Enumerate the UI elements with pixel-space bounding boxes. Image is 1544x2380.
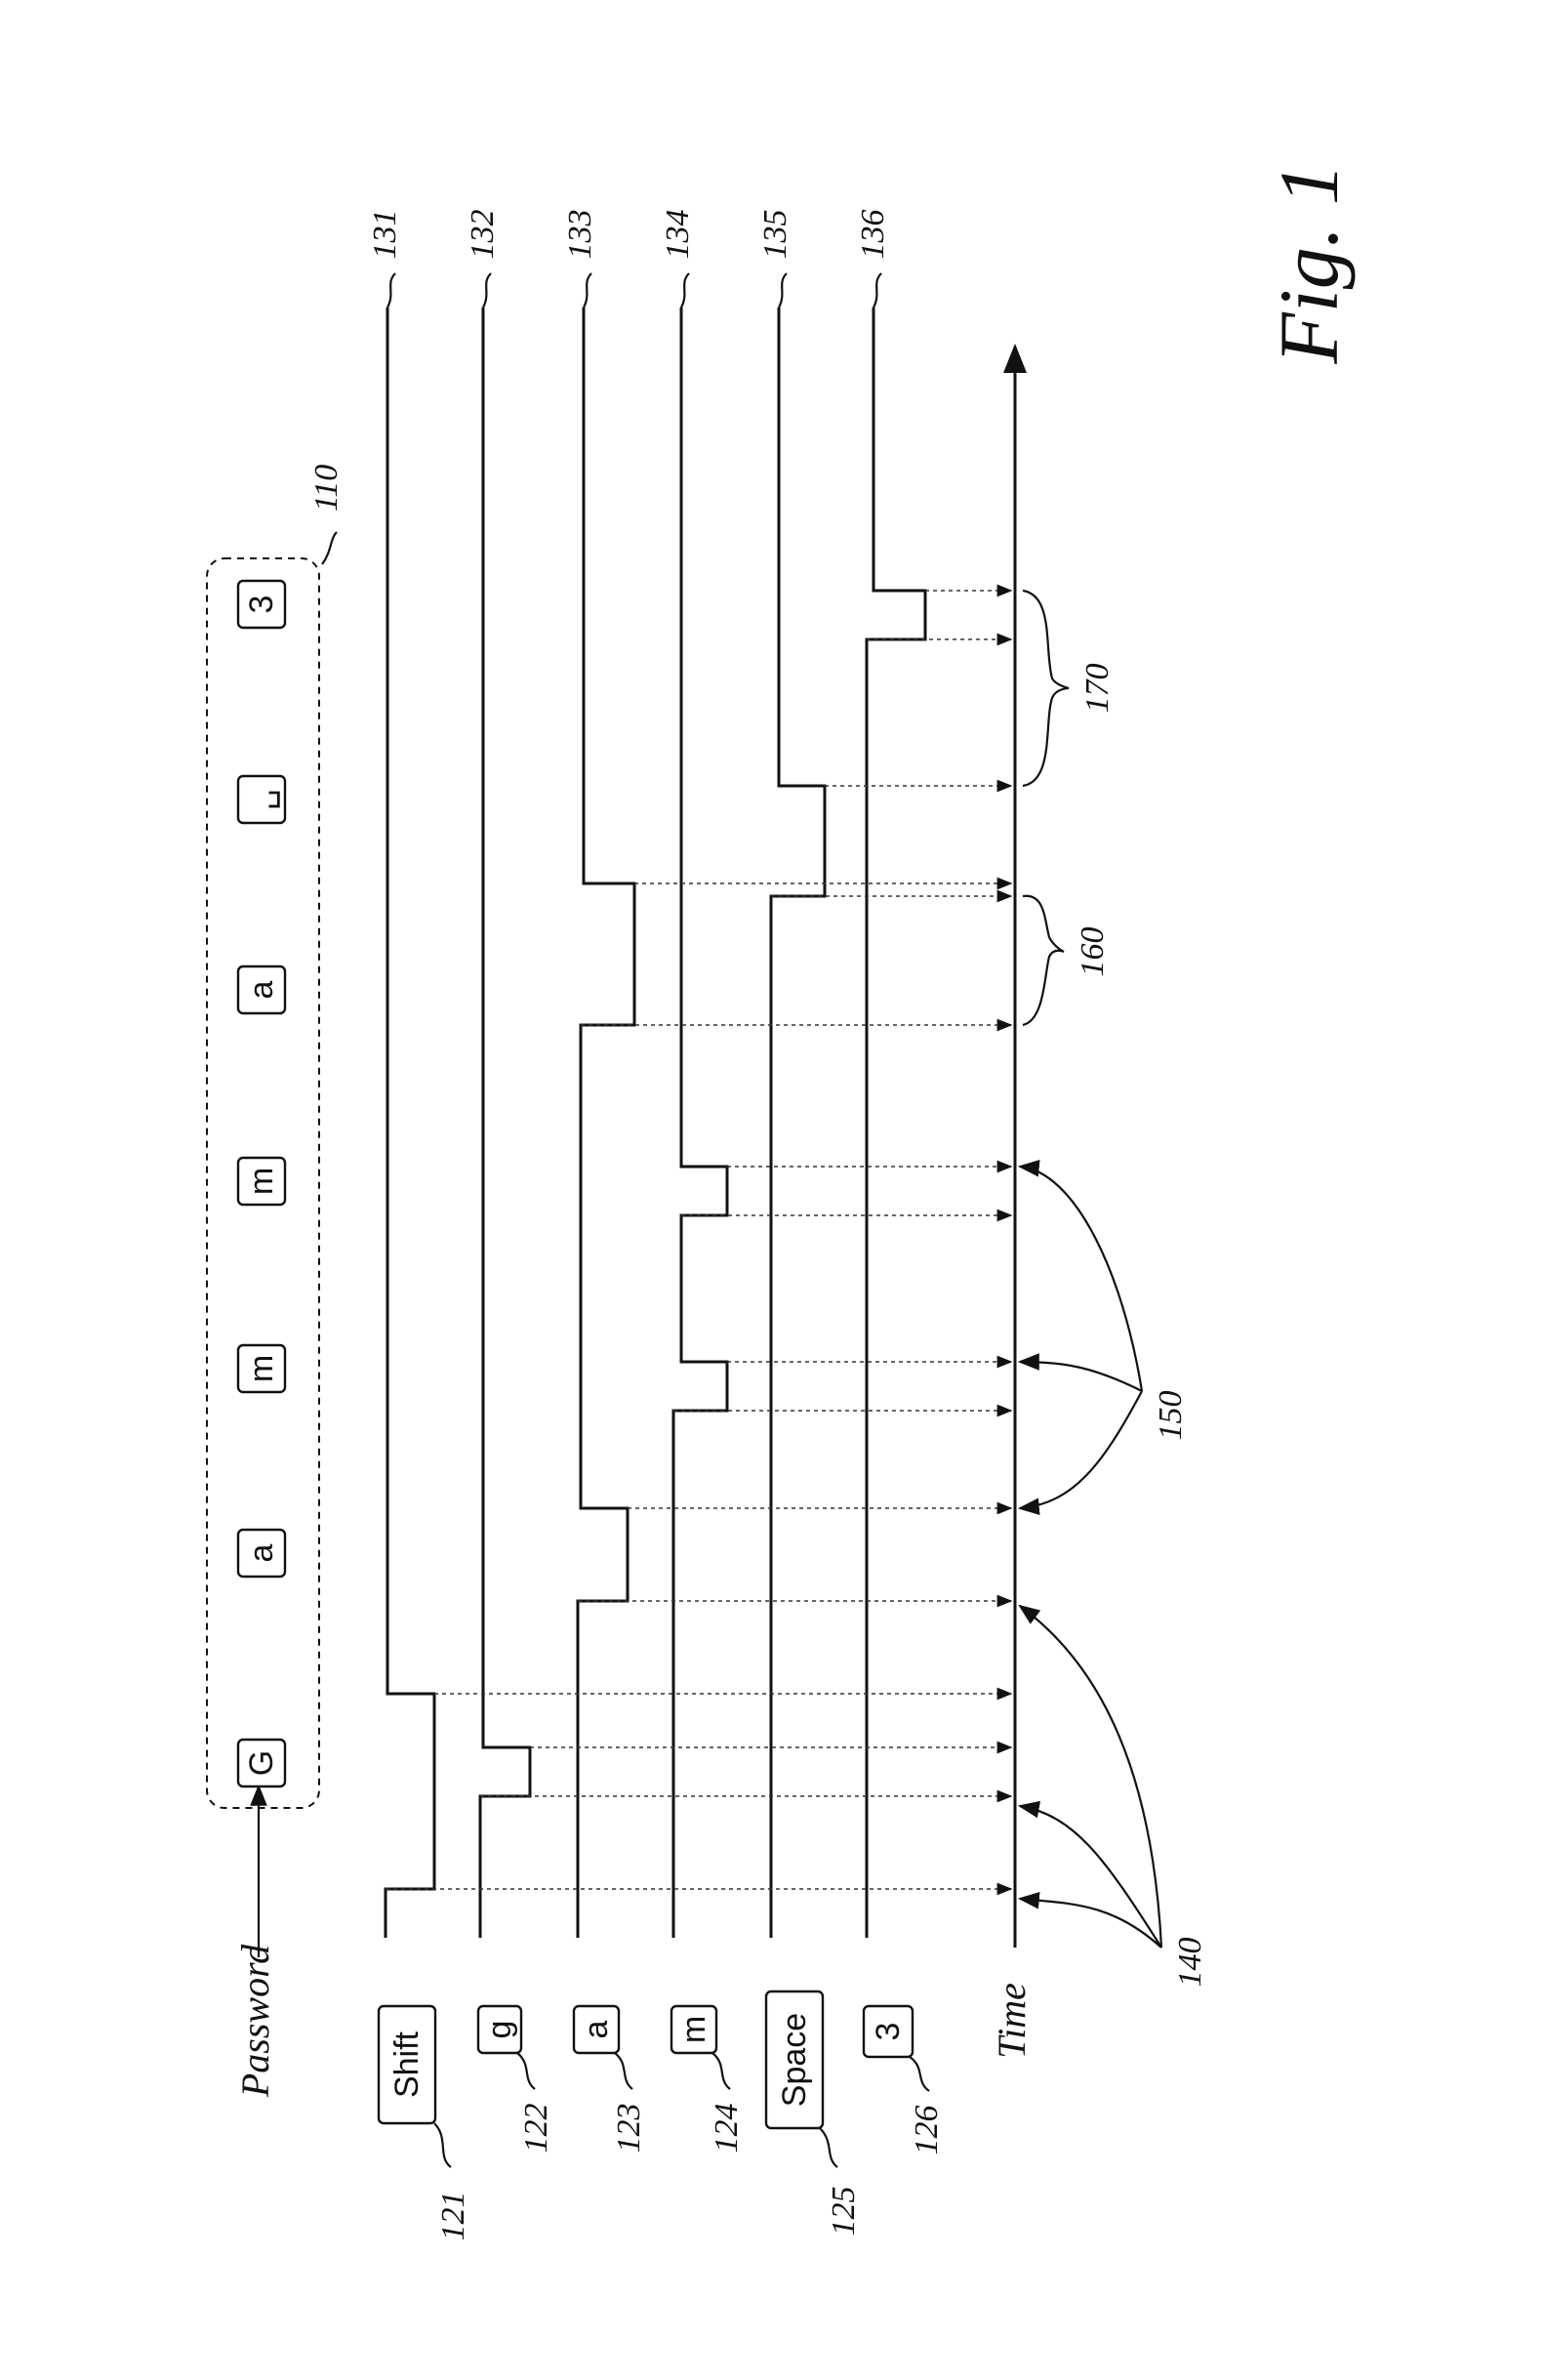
ref-124: 124	[709, 2104, 745, 2154]
password-key-a: a	[238, 1530, 285, 1577]
ref-125: 125	[826, 2187, 862, 2236]
ref-leader-110	[322, 532, 337, 564]
row-key-label: Space	[776, 2013, 813, 2107]
row-key-shift: Shift	[379, 2006, 435, 2123]
ref-160: 160	[1075, 927, 1111, 977]
password-key-a: a	[238, 966, 285, 1013]
ref-140: 140	[1172, 1938, 1208, 1988]
password-key-m: m	[238, 1345, 285, 1392]
line-refs: 131 132 133 134 135 136	[367, 210, 891, 308]
ref-123: 123	[611, 2104, 647, 2154]
password-key-label: ␣	[243, 789, 280, 810]
event-arrows	[386, 591, 1011, 1889]
ref-135: 135	[757, 210, 793, 260]
signal-line-131	[386, 308, 434, 1938]
key-refs: 121 122 123 124 125 126	[434, 2053, 945, 2241]
figure-label: Fig. 1	[1262, 163, 1356, 364]
brace-160: 160	[1023, 896, 1111, 1025]
ref-126: 126	[909, 2106, 945, 2155]
row-key-space: Space	[766, 1991, 823, 2128]
password-key-label: m	[243, 1355, 280, 1382]
brace-170: 170	[1023, 591, 1116, 786]
row-key-a: a	[574, 2006, 619, 2053]
password-key-G: G	[238, 1740, 285, 1786]
password-label: Password	[233, 1944, 277, 2098]
ref-131: 131	[367, 210, 403, 260]
row-key-3: 3	[864, 2006, 913, 2057]
password-key-space: ␣	[238, 776, 285, 823]
row-key-m: m	[671, 2006, 716, 2053]
time-label: Time	[990, 1983, 1034, 2059]
row-key-label: Shift	[388, 2031, 426, 2098]
ref-122: 122	[518, 2104, 554, 2154]
row-key-label: g	[481, 2021, 518, 2039]
password-key-label: a	[243, 1543, 280, 1562]
callout-140: 140	[1020, 1606, 1208, 1988]
password-key-m: m	[238, 1158, 285, 1205]
ref-134: 134	[660, 210, 696, 260]
password-key-label: G	[243, 1750, 280, 1776]
ref-150: 150	[1153, 1391, 1189, 1441]
row-key-label: a	[578, 2020, 615, 2038]
row-key-g: g	[478, 2006, 521, 2053]
ref-170: 170	[1079, 664, 1116, 714]
ref-133: 133	[562, 210, 598, 260]
ref-132: 132	[465, 210, 501, 260]
ref-121: 121	[435, 2192, 471, 2241]
row-key-label: 3	[870, 2023, 907, 2041]
password-key-label: 3	[243, 595, 280, 614]
password-key-label: m	[243, 1168, 280, 1195]
row-key-label: m	[675, 2016, 712, 2043]
password-key-label: a	[243, 980, 280, 999]
callout-150: 150	[1020, 1167, 1189, 1508]
ref-136: 136	[855, 210, 891, 260]
ref-110: 110	[308, 465, 345, 512]
password-key-3: 3	[238, 581, 285, 628]
